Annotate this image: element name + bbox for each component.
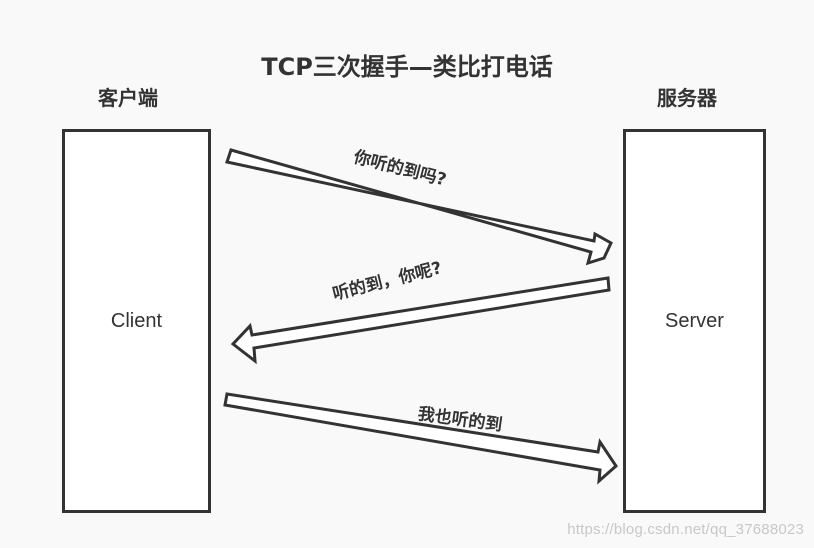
server-heading: 服务器 <box>657 86 717 110</box>
arrow-syn-ack <box>230 276 611 365</box>
arrow-syn <box>225 148 613 266</box>
server-box-label: Server <box>665 309 724 332</box>
server-box: Server <box>623 129 766 513</box>
client-box: Client <box>62 129 211 513</box>
client-heading: 客户端 <box>98 86 158 110</box>
diagram-title: TCP三次握手—类比打电话 <box>261 53 553 81</box>
watermark: https://blog.csdn.net/qq_37688023 <box>567 521 804 538</box>
client-box-label: Client <box>110 309 163 332</box>
arrow-ack <box>223 392 618 485</box>
